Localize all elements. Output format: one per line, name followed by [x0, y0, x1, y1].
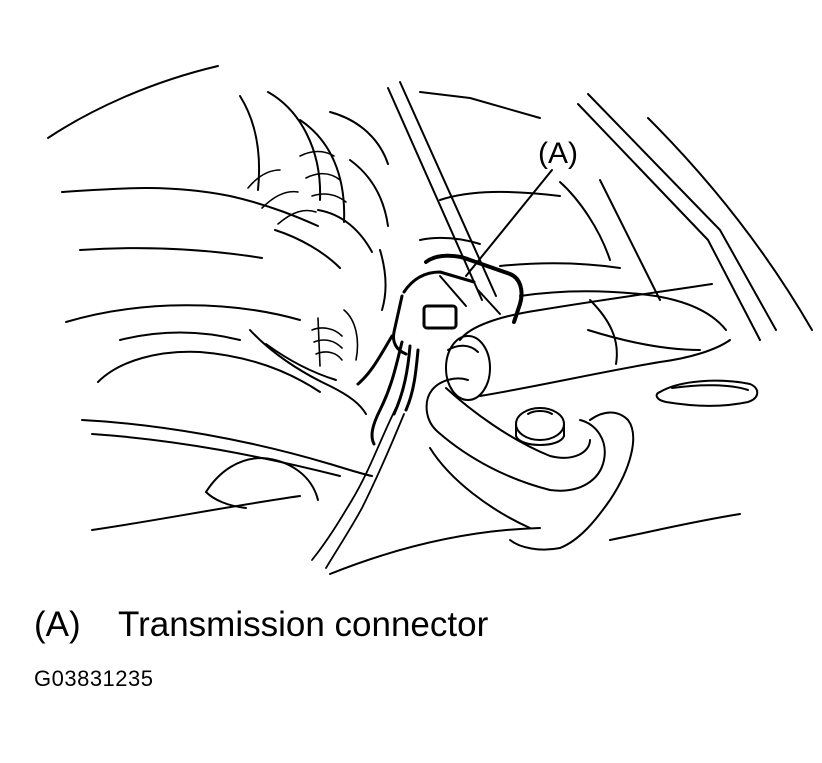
legend-key: (A): [34, 605, 81, 644]
wire-harness: [356, 334, 420, 446]
diagonal-rods: [387, 81, 813, 341]
lower-left-body: [65, 304, 541, 575]
transmission-connector: [392, 253, 524, 356]
hose-ribs: [247, 150, 347, 225]
main-pipe: [445, 283, 731, 401]
lever-arm: [425, 377, 635, 551]
callout-label-a: (A): [538, 137, 578, 170]
engine-bay-illustration: (A): [47, 65, 813, 575]
upper-left-hose: [47, 65, 389, 311]
legend-text: Transmission connector: [118, 605, 489, 644]
bolt-head: [515, 407, 565, 446]
legend-row: (A) Transmission connector: [34, 603, 488, 647]
mount-bracket: [419, 190, 727, 365]
ribbed-fitting: [311, 309, 359, 367]
callout-leader-line: [465, 169, 553, 277]
right-loop: [655, 379, 759, 407]
long-wire: [311, 407, 405, 569]
line-drawing: (A): [47, 65, 813, 575]
lower-right-contour: [587, 329, 741, 541]
figure-id: G03831235: [34, 666, 154, 691]
